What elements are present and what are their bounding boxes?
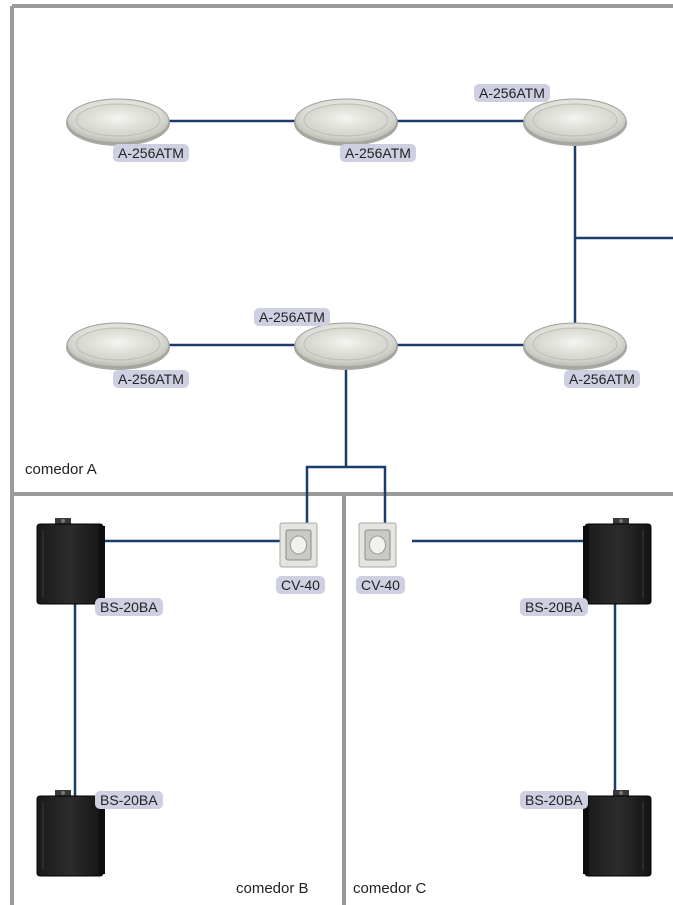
wall-speaker-label: BS-20BA (520, 598, 588, 616)
ceiling-speaker-label: A-256ATM (254, 308, 330, 326)
volume-control-icon (279, 522, 318, 568)
walls (10, 4, 673, 905)
ceiling-speaker-icon (523, 322, 627, 370)
room-label-b: comedor B (236, 880, 309, 897)
wall-speaker-icon (583, 518, 652, 605)
ceiling-speaker-label: A-256ATM (113, 370, 189, 388)
wall-speaker-label: BS-20BA (520, 791, 588, 809)
room-label-c: comedor C (353, 880, 427, 897)
wall-speaker-icon (583, 790, 652, 877)
cable-split-c (346, 465, 387, 523)
cable-split-b (305, 465, 346, 523)
ceiling-speaker-label: A-256ATM (113, 144, 189, 162)
volume-controls (279, 522, 397, 568)
volume-control-icon (358, 522, 397, 568)
ceiling-speaker-label: A-256ATM (340, 144, 416, 162)
volume-control-label: CV-40 (276, 576, 325, 594)
wall-speakers (36, 518, 652, 877)
wall-speaker-icon (36, 518, 105, 605)
wall-speaker-label: BS-20BA (95, 791, 163, 809)
ceiling-speaker-label: A-256ATM (474, 84, 550, 102)
room-label-a: comedor A (25, 461, 97, 478)
ceiling-speaker-icon (294, 322, 398, 370)
wall-speaker-label: BS-20BA (95, 598, 163, 616)
ceiling-speaker-icon (66, 322, 170, 370)
ceiling-speaker-icon (294, 98, 398, 146)
ceiling-speaker-label: A-256ATM (564, 370, 640, 388)
cables (73, 119, 673, 800)
ceiling-speaker-icon (523, 98, 627, 146)
ceiling-speakers (66, 98, 627, 370)
ceiling-speaker-icon (66, 98, 170, 146)
volume-control-label: CV-40 (356, 576, 405, 594)
wall-speaker-icon (36, 790, 105, 877)
